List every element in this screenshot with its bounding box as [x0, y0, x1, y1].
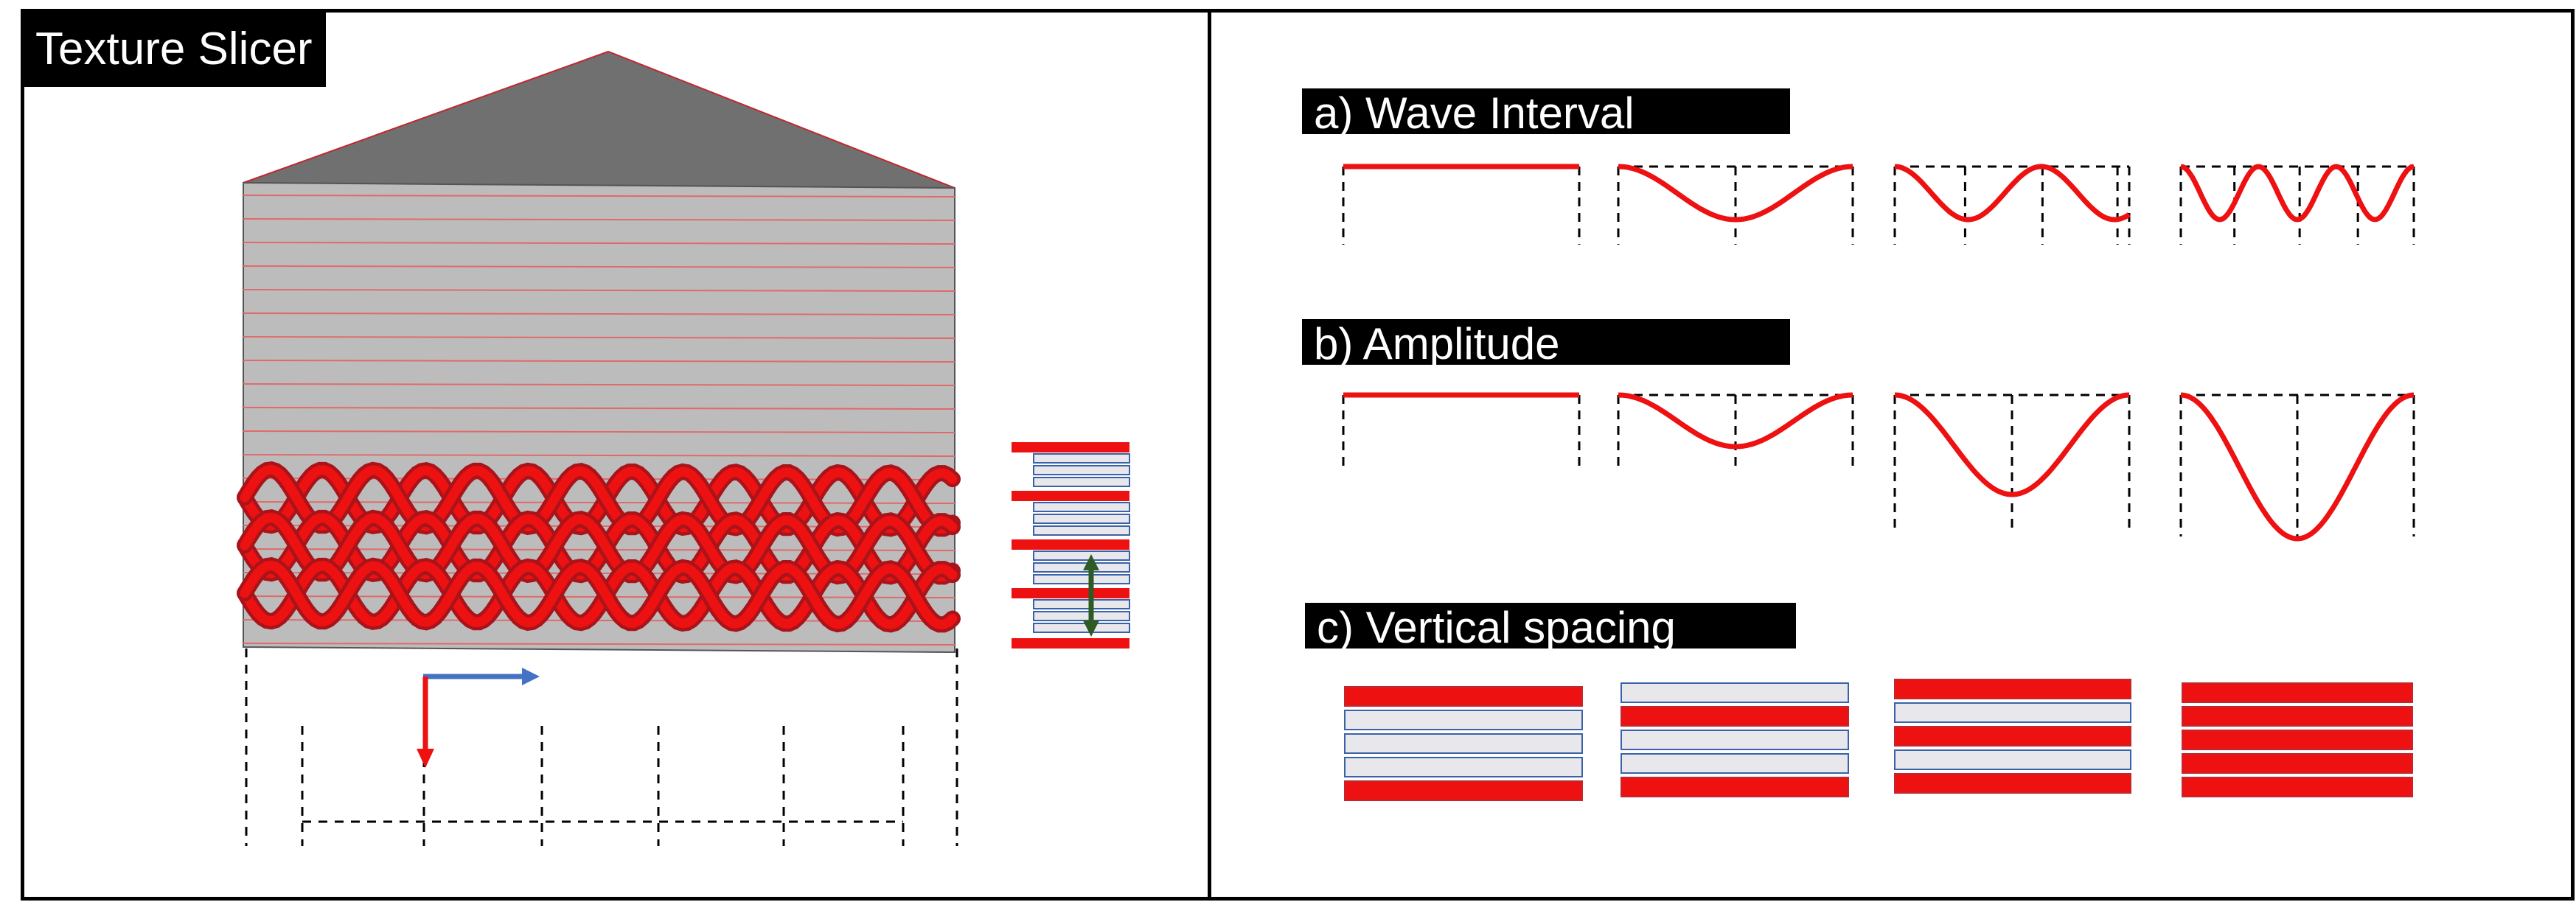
plain-layer — [1344, 733, 1583, 754]
spacing-arrow — [1083, 554, 1099, 637]
red-layer — [1894, 679, 2131, 699]
section-label-wave-interval: a) Wave Interval — [1302, 88, 1790, 136]
red-layer — [1012, 491, 1129, 501]
amplitude-cell — [1893, 392, 2131, 531]
wave-interval-cell — [1617, 164, 1854, 245]
slice-layer — [1033, 550, 1130, 561]
plain-layer — [1344, 710, 1583, 730]
amplitude-cell — [2179, 392, 2415, 542]
slice-layer — [1033, 574, 1130, 584]
slice-line — [243, 407, 955, 410]
slice-line — [243, 312, 955, 315]
red-layer — [1012, 638, 1129, 648]
slice-line — [243, 430, 955, 433]
layer-stack — [1344, 686, 1583, 801]
page-title: Texture Slicer — [22, 12, 326, 87]
plain-layer — [1621, 682, 1849, 703]
slice-layer — [1033, 465, 1130, 475]
section-label-amplitude: b) Amplitude — [1302, 319, 1790, 366]
wave-curve — [1618, 392, 1853, 450]
slice-layer — [1033, 599, 1130, 609]
slice-line — [243, 242, 955, 245]
wave-interval-row — [1342, 164, 2415, 245]
vertical-arrow-head — [417, 749, 434, 768]
slice-layer — [1033, 611, 1130, 621]
slice-line — [243, 643, 955, 646]
vertical-spacing-row — [1344, 679, 2413, 801]
interval-dashes — [245, 648, 958, 846]
wave-curve — [2180, 164, 2415, 223]
slice-line — [243, 289, 955, 292]
red-layer — [2182, 682, 2413, 703]
slice-layer — [1033, 623, 1130, 633]
red-layer — [2182, 777, 2413, 797]
red-layer — [2182, 753, 2413, 774]
wave-strand — [240, 561, 958, 629]
plain-layer — [1894, 749, 2131, 770]
plain-layer — [1621, 730, 1849, 750]
red-layer — [2182, 730, 2413, 750]
plain-layer — [1621, 753, 1849, 774]
red-layer — [1344, 780, 1583, 801]
amplitude-cell — [1342, 392, 1581, 472]
section-label-vertical-spacing: c) Vertical spacing — [1305, 603, 1796, 650]
layer-stack-side-view — [1012, 442, 1130, 648]
layer-stack — [1894, 679, 2131, 794]
slice-layer — [1033, 562, 1130, 573]
slice-layer — [1033, 453, 1130, 464]
slice-layer — [1033, 502, 1130, 512]
building-model — [237, 50, 961, 654]
wave-curve — [2180, 392, 2415, 542]
wave-interval-cell — [2179, 164, 2415, 245]
wave-interval-cell — [1893, 164, 2131, 245]
red-layer — [1894, 726, 2131, 747]
red-layer — [1621, 706, 1849, 727]
roof — [243, 50, 955, 189]
wave-curve — [1618, 164, 1853, 223]
slice-line — [243, 360, 955, 363]
layer-stack — [1621, 682, 1849, 797]
slice-layer — [1033, 514, 1130, 524]
plain-layer — [1344, 757, 1583, 777]
slice-line — [243, 265, 955, 268]
amplitude-row — [1342, 392, 2415, 542]
red-layer — [2182, 706, 2413, 727]
slice-line — [243, 218, 955, 221]
wave-interval-cell — [1342, 164, 1581, 245]
slice-line — [243, 336, 955, 339]
slice-layer — [1033, 525, 1130, 536]
direction-arrows — [417, 668, 540, 768]
red-layer — [1012, 442, 1129, 452]
wave-curve — [1894, 164, 2131, 223]
slice-line — [243, 454, 955, 457]
slice-line — [243, 383, 955, 386]
layer-stack — [2182, 682, 2413, 797]
red-layer — [1012, 588, 1129, 598]
wave-texture-band — [237, 461, 961, 633]
slice-line — [243, 195, 955, 197]
amplitude-cell — [1617, 392, 1854, 468]
plain-layer — [1894, 702, 2131, 723]
horizontal-arrow-head — [522, 668, 540, 685]
red-layer — [1344, 686, 1583, 707]
red-layer — [1894, 773, 2131, 794]
red-layer — [1621, 777, 1849, 797]
wave-curve — [1894, 392, 2130, 497]
wave-strand — [240, 560, 958, 629]
red-layer — [1012, 539, 1129, 550]
slice-layer — [1033, 477, 1130, 487]
